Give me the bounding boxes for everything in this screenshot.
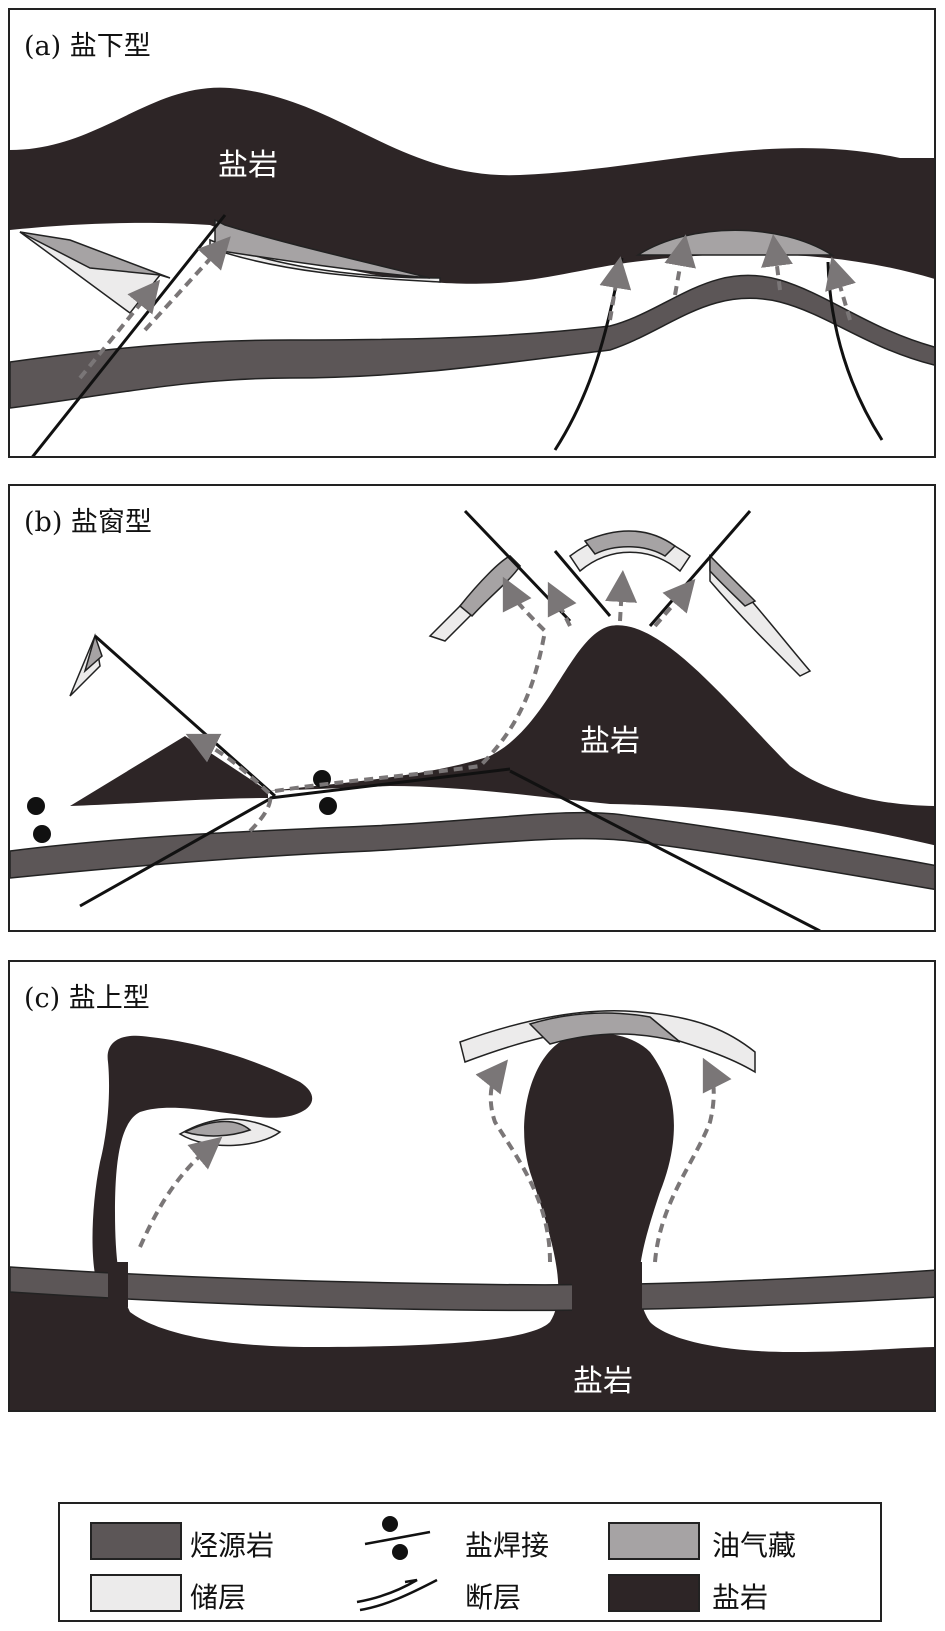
panel-title: (c) 盐上型	[24, 983, 150, 1014]
source-rock-bed	[10, 811, 934, 891]
salt-weld-dot	[319, 797, 337, 815]
salt-window-diagram	[10, 509, 934, 930]
legend-label-fault: 断层	[465, 1581, 522, 1614]
migration-arrow	[653, 578, 696, 628]
fault-line	[553, 550, 612, 617]
salt-label: 盐岩	[580, 724, 640, 759]
legend-label-source-rock: 烃源岩	[190, 1529, 275, 1562]
legend-swatch-source-rock	[90, 1522, 182, 1560]
panel-suprasalt: (c) 盐上型 盐岩	[8, 960, 936, 1412]
salt-weld-icon	[364, 1516, 431, 1560]
legend: 烃源岩 盐焊接 油气藏 储层 断层 盐岩	[58, 1502, 882, 1622]
migration-arrow	[825, 256, 856, 321]
salt-wedge-left	[70, 736, 268, 806]
salt-label: 盐岩	[573, 1364, 633, 1399]
source-rock-bed	[10, 1266, 934, 1312]
salt-dome	[268, 625, 934, 846]
salt-label: 盐岩	[218, 148, 278, 183]
fault-line	[79, 794, 276, 908]
fault-icon	[356, 1578, 438, 1612]
source-rock-bed	[10, 274, 934, 409]
subsalt-diagram	[10, 87, 934, 456]
legend-label-hydrocarbon-reservoir: 油气藏	[712, 1529, 797, 1562]
panel-subsalt: (a) 盐下型 盐岩	[8, 8, 936, 458]
salt-weld-dot	[33, 825, 51, 843]
legend-label-reservoir-layer: 储层	[190, 1581, 247, 1614]
fault-line	[31, 214, 227, 456]
migration-arrow	[138, 1136, 223, 1248]
fault-line	[269, 767, 511, 800]
hydrocarbon-trap-left	[19, 231, 171, 279]
legend-label-salt: 盐岩	[712, 1581, 769, 1614]
reservoir-layer-middle	[209, 238, 441, 283]
migration-arrow	[274, 576, 548, 793]
migration-arrow	[143, 236, 231, 332]
suprasalt-diagram	[10, 1010, 934, 1410]
salt-basal-layer	[10, 1033, 934, 1410]
hydrocarbon-trap-middle	[214, 218, 431, 279]
panel-title: (b) 盐窗型	[24, 507, 152, 538]
migration-arrow	[664, 234, 696, 296]
hydrocarbon-trap-left-flank	[83, 633, 103, 674]
panel-title: (a) 盐下型	[24, 31, 151, 62]
hydrocarbon-trap-crest-left	[458, 555, 521, 618]
hydrocarbon-trap-overhang	[182, 1120, 252, 1137]
legend-swatch-hydrocarbon-reservoir	[608, 1522, 700, 1560]
migration-arrow	[761, 234, 793, 291]
legend-swatch-reservoir-layer	[90, 1574, 182, 1612]
fault-line	[826, 261, 884, 441]
salt-stock-left	[108, 1262, 128, 1307]
migration-arrow	[185, 733, 273, 833]
salt-weld-dot	[27, 797, 45, 815]
hydrocarbon-trap-crest-arch	[583, 530, 677, 557]
migration-arrow	[605, 570, 638, 622]
migration-arrow	[475, 1059, 552, 1263]
hydrocarbon-trap-right-flank	[709, 554, 757, 607]
fault-line	[509, 769, 821, 930]
hydrocarbon-trap-arch	[528, 1012, 681, 1045]
migration-arrow	[547, 581, 577, 627]
legend-label-salt-weld: 盐焊接	[465, 1529, 550, 1562]
salt-stock-right	[572, 1262, 642, 1312]
legend-swatch-salt	[608, 1574, 700, 1612]
migration-arrow	[78, 279, 161, 380]
migration-arrow	[599, 256, 632, 321]
panel-salt-window: (b) 盐窗型 盐岩	[8, 484, 936, 932]
migration-arrow	[653, 1057, 732, 1263]
